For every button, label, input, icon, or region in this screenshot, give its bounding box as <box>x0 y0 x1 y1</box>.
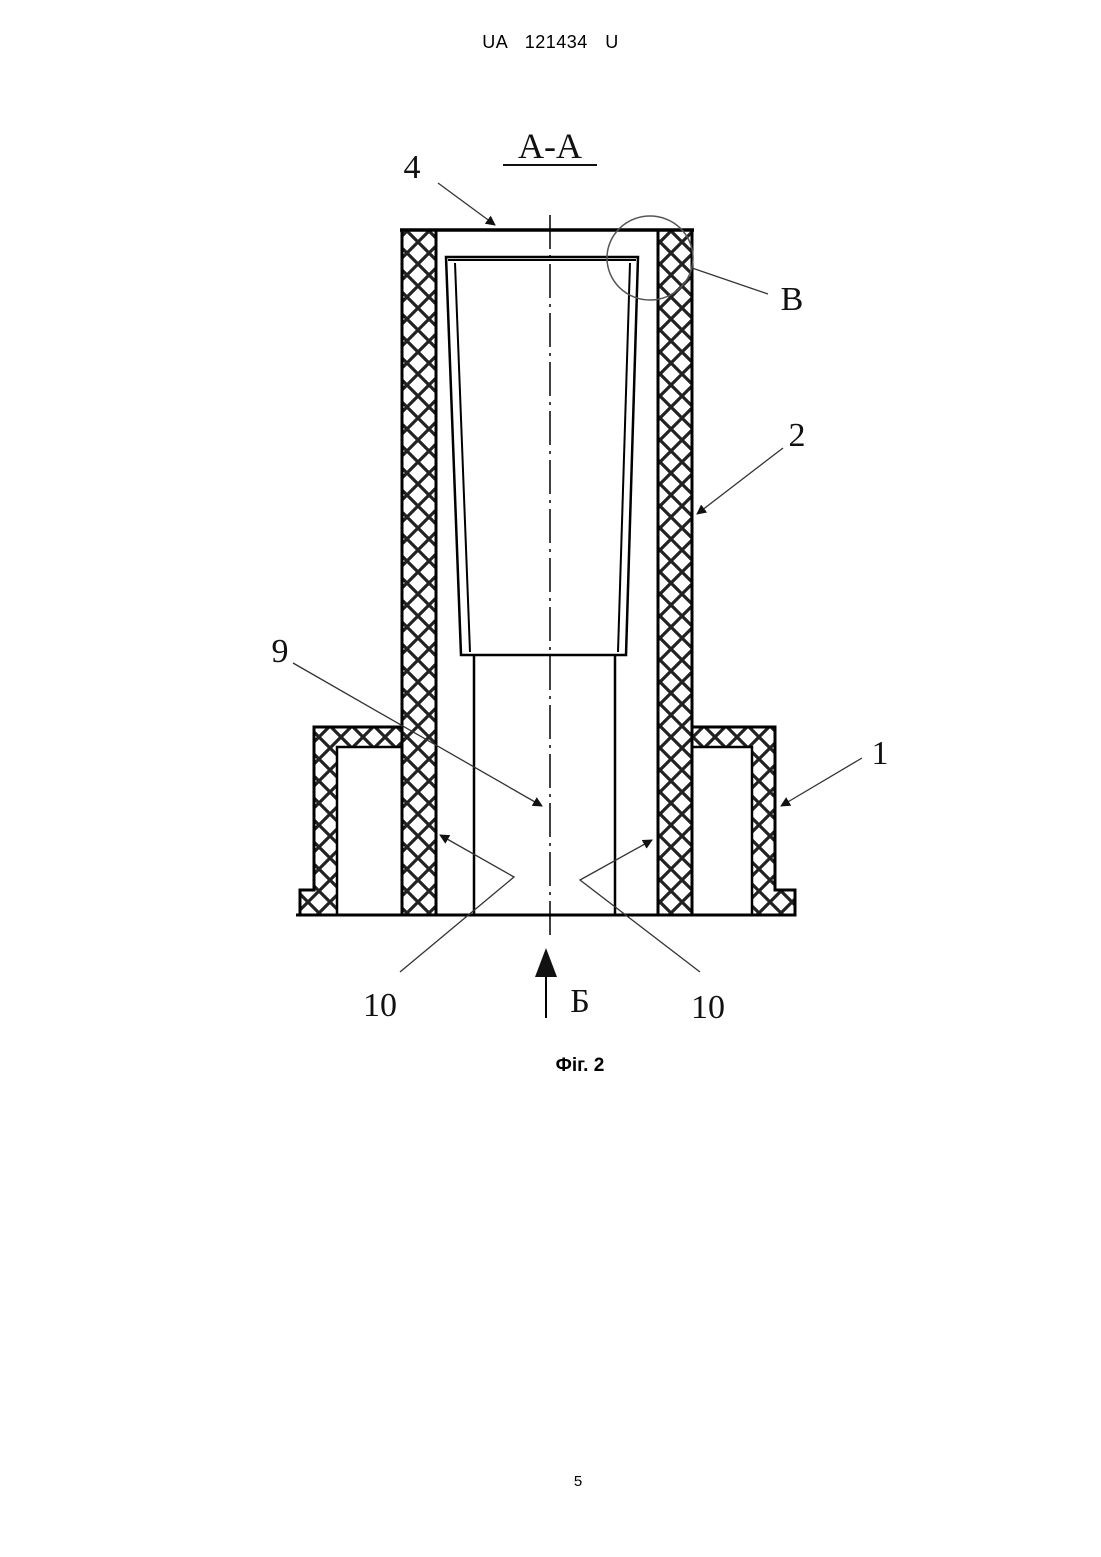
right-cavity <box>686 747 752 915</box>
callout-1: 1 <box>872 735 889 772</box>
lower-housing <box>296 727 796 915</box>
callout-10-left: 10 <box>363 987 397 1024</box>
figure-caption: Фіг. 2 <box>0 1055 1101 1077</box>
page-number: 5 <box>0 1473 1101 1490</box>
left-wall <box>402 230 436 915</box>
right-wall <box>658 230 692 915</box>
callout-B: B <box>781 281 804 318</box>
left-cavity <box>337 747 411 915</box>
tapered-insert <box>446 257 638 655</box>
callout-view-B: Б <box>570 983 590 1020</box>
callout-10-right: 10 <box>691 989 725 1026</box>
callout-2: 2 <box>789 417 806 454</box>
callout-4: 4 <box>404 149 421 186</box>
callout-9: 9 <box>272 633 289 670</box>
view-arrow <box>535 948 557 1018</box>
section-label: А-А <box>518 126 582 166</box>
